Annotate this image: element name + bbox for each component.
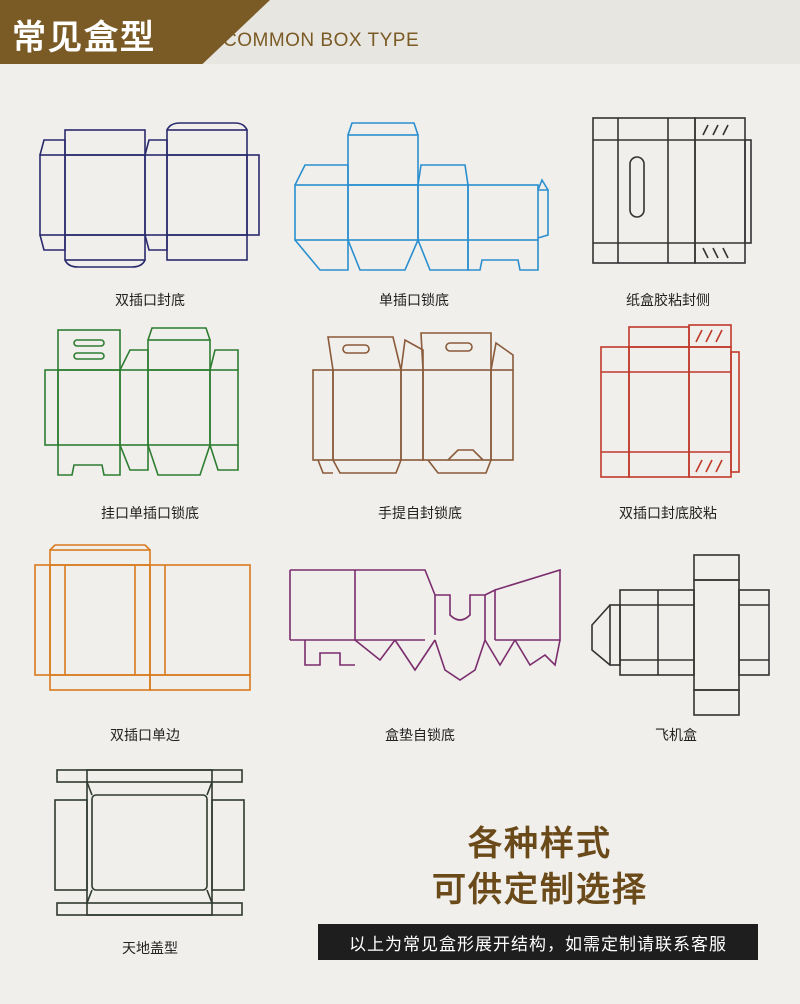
diagram-handle-lock-bottom [312,332,514,474]
die-lines [591,554,770,716]
box-label: 纸盒胶粘封侧 [626,293,710,309]
contact-banner: 以上为常见盒形展开结构，如需定制请联系客服 [318,924,758,960]
die-lines [54,769,245,916]
box-label: 双插口单边 [110,728,180,744]
slogan-line-2: 可供定制选择 [432,870,648,910]
diagram-glued-side-carton [592,117,752,264]
diagram-single-tuck-lock-bottom [294,122,549,271]
box-label: 双插口封底 [115,293,185,309]
diagram-hang-tab-lock-bottom [44,327,239,476]
die-lines [592,117,752,264]
die-lines [39,122,260,268]
die-lines [294,122,549,271]
die-lines [600,324,740,478]
box-label: 飞机盒 [655,728,697,744]
page-subtitle: COMMON BOX TYPE [223,30,420,51]
box-label: 盒垫自锁底 [385,728,455,744]
box-label: 挂口单插口锁底 [101,506,199,522]
die-lines [289,568,561,681]
slogan-line-1: 各种样式 [468,824,612,864]
page-title: 常见盒型 [12,18,156,58]
diagram-double-tuck-glued [600,324,740,478]
box-label: 手提自封锁底 [378,506,462,522]
box-label: 天地盖型 [122,941,178,957]
header-bar: 常见盒型 COMMON BOX TYPE [0,0,800,64]
diagram-double-tuck-single-side [34,544,251,691]
die-lines [34,544,251,691]
diagram-lid-and-base [54,769,245,916]
box-label: 双插口封底胶粘 [619,506,717,522]
die-lines [312,332,514,474]
diagram-mailer-box [591,554,770,716]
diagram-double-tuck-end [39,122,260,268]
box-label: 单插口锁底 [379,293,449,309]
die-lines [44,327,239,476]
diagram-pad-lock-bottom [289,568,561,681]
